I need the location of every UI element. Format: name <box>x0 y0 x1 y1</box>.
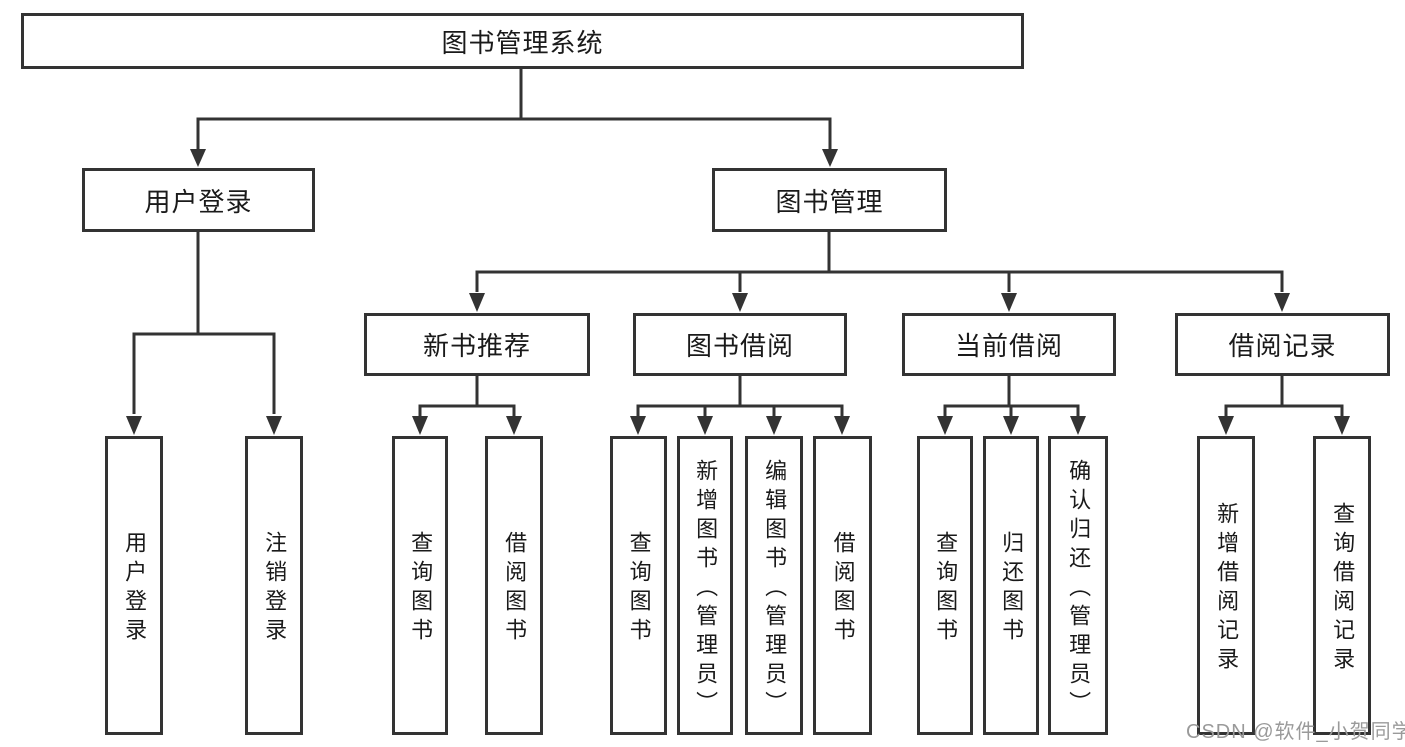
node-new-book-recommend: 新书推荐 <box>364 313 590 376</box>
leaf-logout-label: 注销登录 <box>262 531 288 647</box>
node-book-management-label: 图书管理 <box>775 186 884 217</box>
leaf-borrow-books-label: 借阅图书 <box>830 531 856 647</box>
leaf-user-login: 用户登录 <box>105 436 163 735</box>
leaf-confirm-return-admin: 确认归还（管理员） <box>1048 436 1108 735</box>
node-book-borrow: 图书借阅 <box>633 313 847 376</box>
csdn-watermark: CSDN @软件_小贺同学 <box>1186 721 1405 743</box>
connector-lines <box>132 69 1344 416</box>
node-root-label: 图书管理系统 <box>441 27 604 58</box>
leaf-logout: 注销登录 <box>245 436 303 735</box>
leaf-add-borrow-record-label: 新增借阅记录 <box>1214 502 1240 676</box>
leaf-return-books-label: 归还图书 <box>999 531 1025 647</box>
leaf-borrow-books-recommend: 借阅图书 <box>485 436 543 735</box>
leaf-add-books-admin-label: 新增图书（管理员） <box>693 458 719 720</box>
node-book-borrow-label: 图书借阅 <box>685 331 794 361</box>
leaf-confirm-return-admin-label: 确认归还（管理员） <box>1066 458 1092 720</box>
node-current-borrow: 当前借阅 <box>902 313 1116 376</box>
leaf-edit-books-admin-label: 编辑图书（管理员） <box>762 458 788 720</box>
leaf-query-books-current: 查询图书 <box>917 436 973 735</box>
leaf-query-books-borrow-label: 查询图书 <box>626 531 652 647</box>
node-borrow-records: 借阅记录 <box>1175 313 1390 376</box>
leaf-edit-books-admin: 编辑图书（管理员） <box>745 436 803 735</box>
node-root-library-management-system: 图书管理系统 <box>21 13 1024 69</box>
leaf-return-books: 归还图书 <box>983 436 1039 735</box>
leaf-query-books-current-label: 查询图书 <box>933 531 959 647</box>
node-user-login-label: 用户登录 <box>144 186 253 217</box>
node-book-management: 图书管理 <box>712 168 947 232</box>
leaf-query-books-recommend: 查询图书 <box>392 436 448 735</box>
leaf-borrow-books: 借阅图书 <box>813 436 872 735</box>
leaf-add-borrow-record: 新增借阅记录 <box>1197 436 1255 735</box>
leaf-query-borrow-record-label: 查询借阅记录 <box>1330 502 1356 676</box>
node-user-login: 用户登录 <box>82 168 315 232</box>
leaf-query-books-recommend-label: 查询图书 <box>408 531 434 647</box>
leaf-user-login-label: 用户登录 <box>122 531 148 647</box>
leaf-query-books-borrow: 查询图书 <box>610 436 667 735</box>
node-new-book-recommend-label: 新书推荐 <box>422 331 531 361</box>
leaf-add-books-admin: 新增图书（管理员） <box>677 436 733 735</box>
connector-arrowheads <box>126 149 1350 435</box>
leaf-query-borrow-record: 查询借阅记录 <box>1313 436 1371 735</box>
leaf-borrow-books-recommend-label: 借阅图书 <box>502 531 528 647</box>
node-borrow-records-label: 借阅记录 <box>1228 331 1337 361</box>
node-current-borrow-label: 当前借阅 <box>954 331 1063 361</box>
